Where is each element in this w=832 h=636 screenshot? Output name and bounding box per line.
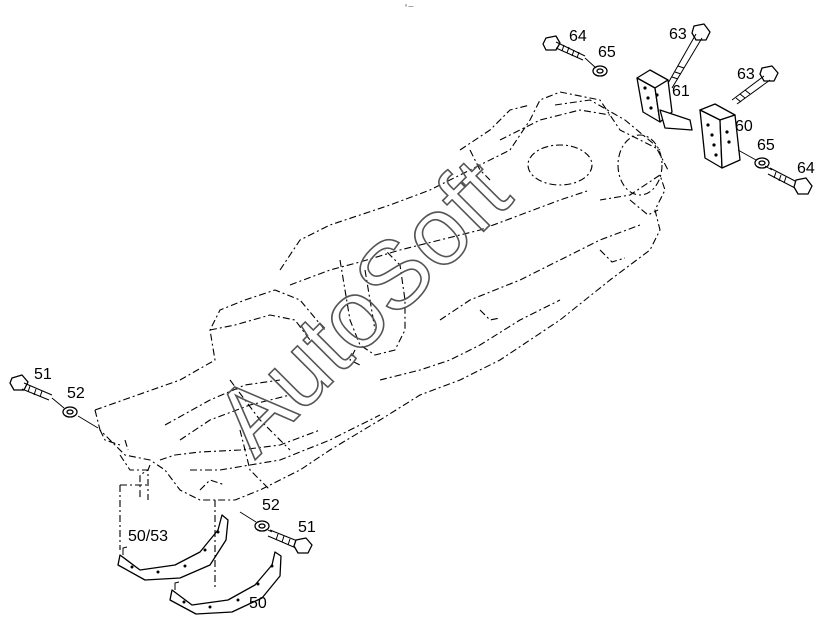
callout-52-left: 52 [67, 385, 85, 402]
callout-61: 61 [672, 83, 690, 100]
header-mark: ⁰ — [405, 4, 413, 10]
bolt-63-middle[interactable] [731, 65, 779, 105]
bolt-63-top[interactable] [666, 23, 711, 89]
bolt-64-right[interactable] [767, 167, 813, 195]
callout-50-53: 50/53 [128, 528, 168, 545]
washer-65-right[interactable] [754, 157, 770, 169]
callout-64-right: 64 [797, 160, 815, 177]
washer-65-top[interactable] [592, 65, 608, 77]
callout-50: 50 [249, 595, 267, 612]
bolt-51-left[interactable] [9, 374, 53, 401]
bottom-bolt-leader [239, 511, 273, 533]
left-bolt-leader [51, 397, 99, 429]
strap-phantom-lines [119, 485, 216, 590]
bracket-washer-leader [737, 149, 757, 161]
callout-52-bottom: 52 [262, 497, 280, 514]
clamp-strap-50[interactable] [169, 551, 282, 615]
callout-63-middle: 63 [737, 66, 755, 83]
callout-60: 60 [735, 118, 753, 135]
washer-bolt-leader [764, 165, 773, 171]
bolt-washer-leader [584, 57, 597, 69]
bolt-64-top[interactable] [542, 35, 586, 61]
callout-64-top: 64 [569, 28, 587, 45]
callout-51-bottom: 51 [298, 519, 316, 536]
bolt-51-bottom[interactable] [267, 529, 313, 554]
clamp-strap-50-53[interactable] [117, 514, 229, 581]
bracket-60[interactable] [699, 103, 741, 169]
callout-63-top: 63 [669, 26, 687, 43]
callout-51-left: 51 [34, 366, 52, 383]
washer-52-left[interactable] [62, 406, 78, 418]
callout-65-right: 65 [757, 137, 775, 154]
axle-housing-outline [94, 91, 669, 501]
washer-52-bottom[interactable] [254, 520, 270, 532]
callout-65-top: 65 [598, 44, 616, 61]
bracket-61[interactable] [636, 69, 693, 131]
